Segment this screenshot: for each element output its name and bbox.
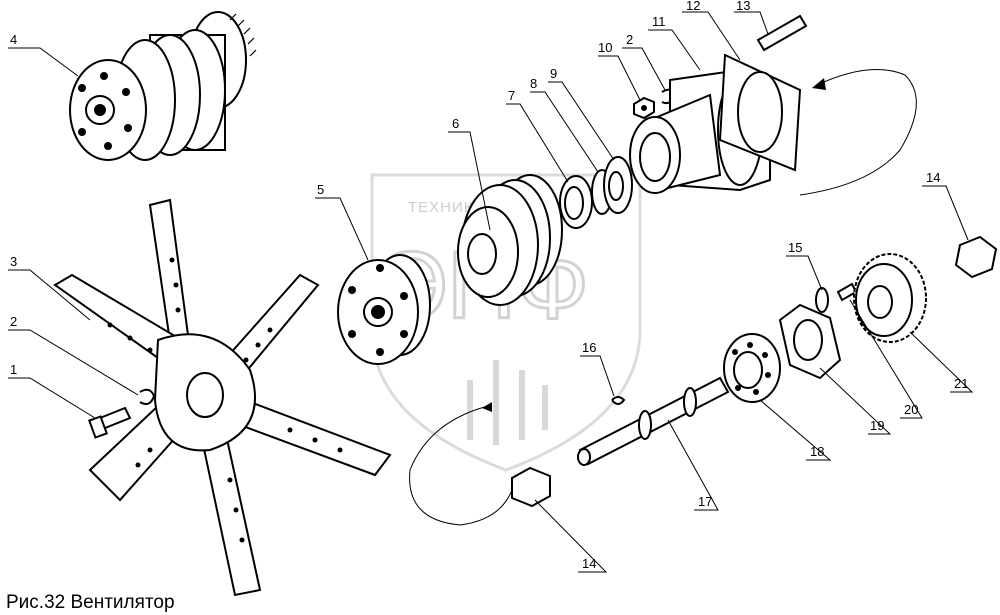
part-10-nut	[633, 96, 655, 120]
part-16-key	[611, 396, 626, 405]
part-7-ring	[559, 175, 593, 229]
label-5: 5	[317, 182, 324, 197]
figure-caption: Рис.32 Вентилятор	[6, 592, 175, 613]
label-1: 1	[10, 362, 17, 377]
arrow-head-right	[812, 78, 826, 90]
label-17: 17	[698, 494, 712, 509]
label-14-bottom: 14	[582, 556, 596, 571]
part-13-stud	[756, 14, 808, 52]
part-21-gear	[853, 253, 927, 343]
label-4: 4	[10, 32, 17, 47]
leader-lines	[8, 11, 974, 573]
label-3: 3	[10, 254, 17, 269]
label-16: 16	[582, 340, 596, 355]
part-labels: 1 2 2 3 4 5 6 7 8 9 10 11 12 13 14 14 15…	[10, 0, 968, 571]
label-8: 8	[530, 76, 537, 91]
watermark-text: ТЕХНИКА	[408, 199, 485, 216]
label-7: 7	[508, 88, 515, 103]
flow-arrow-curve-right	[799, 69, 917, 196]
part-17-shaft	[577, 376, 730, 466]
part-12-gasket	[718, 53, 802, 172]
label-6: 6	[452, 116, 459, 131]
label-14-right: 14	[926, 170, 940, 185]
part-14-nut-right	[954, 235, 998, 279]
label-9: 9	[550, 66, 557, 81]
label-11: 11	[652, 14, 666, 29]
part-1-bolt	[88, 406, 132, 439]
part-15-washer	[815, 287, 829, 313]
flow-arrow-curve-left	[409, 404, 513, 526]
part-14-nut-bottom	[511, 466, 551, 508]
part-5-hub	[337, 254, 431, 365]
part-9-bearing	[603, 156, 633, 214]
part-2-lock-washer-left	[139, 388, 156, 405]
part-19-flange	[778, 303, 842, 380]
part-18-bearing	[723, 333, 781, 403]
label-10: 10	[598, 40, 612, 55]
label-13: 13	[736, 0, 750, 13]
label-21: 21	[954, 376, 968, 391]
part-3-fan-impeller	[53, 198, 392, 597]
label-12: 12	[686, 0, 700, 13]
label-20: 20	[904, 402, 918, 417]
label-2-left: 2	[10, 314, 17, 329]
part-6-pulley	[457, 174, 563, 306]
arrow-head-left	[482, 402, 492, 412]
label-18: 18	[810, 444, 824, 459]
part-4-hub-assembly	[69, 11, 257, 161]
label-19: 19	[870, 418, 884, 433]
label-2-right: 2	[626, 32, 633, 47]
label-15: 15	[788, 240, 802, 255]
